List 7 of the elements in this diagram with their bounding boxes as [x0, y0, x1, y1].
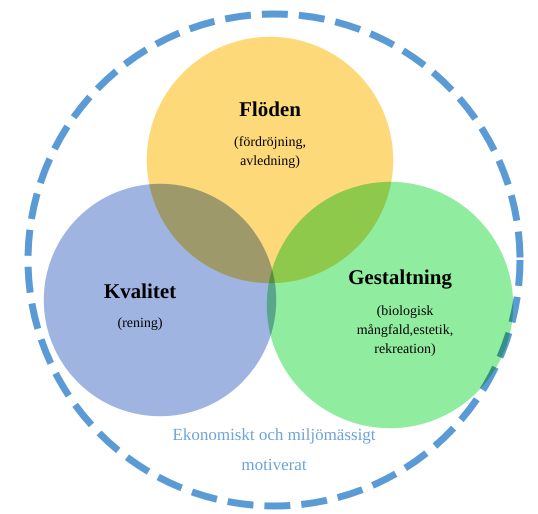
circle-heading: Gestaltning: [347, 264, 453, 290]
footer-caption: Ekonomiskt och miljömässigt motiverat: [171, 424, 377, 476]
circle-description: (fördröjning, avledning): [233, 134, 307, 171]
circle-heading: Kvalitet: [102, 278, 178, 304]
circle-description: (rening): [116, 315, 164, 333]
circle-heading: Flöden: [238, 96, 302, 122]
circle-description: (biologisk mångfald,estetik, rekreation): [356, 303, 454, 359]
